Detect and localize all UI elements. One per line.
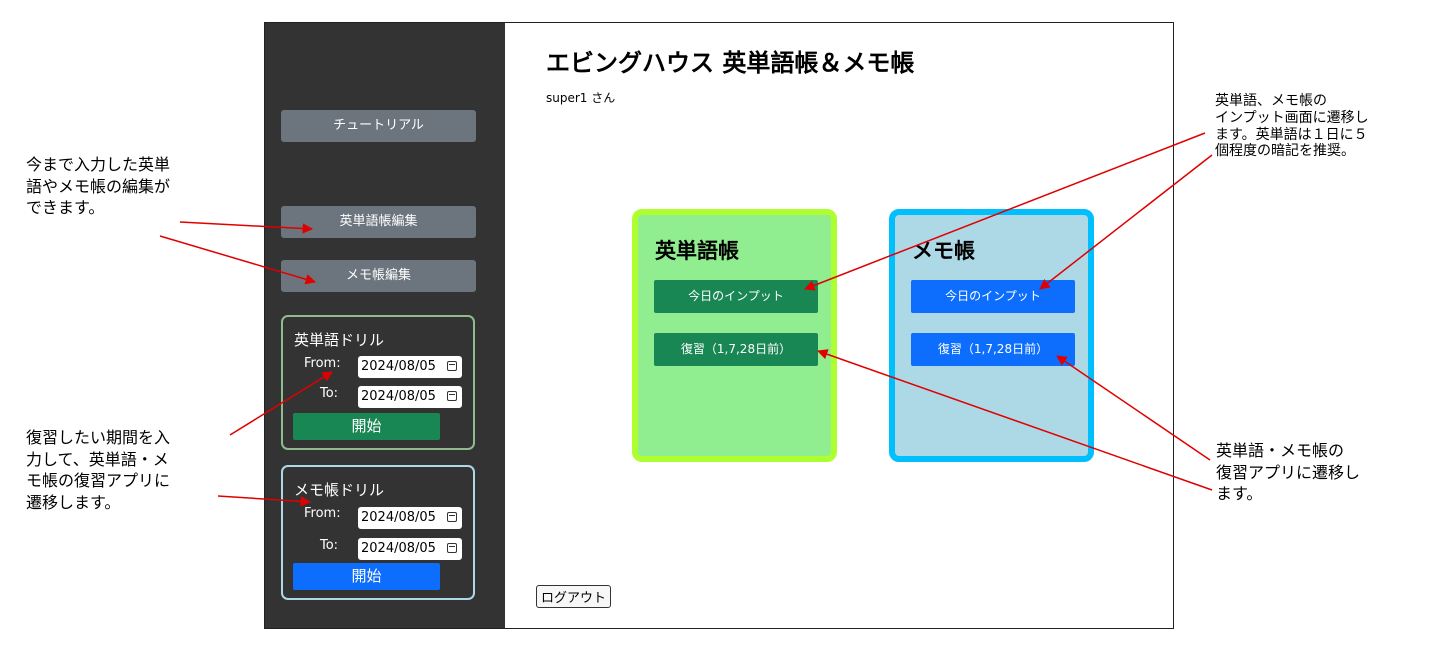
input-annotation-line: 英単語、メモ帳の	[1215, 93, 1327, 109]
memo-card-title: メモ帳	[912, 239, 975, 263]
memo-edit-button[interactable]: メモ帳編集	[281, 260, 476, 292]
vocab-card: 英単語帳 今日のインプット 復習（1,7,28日前）	[632, 209, 837, 462]
input-annotation-line: インプット画面に遷移し	[1215, 109, 1369, 126]
vocab-to-label: To:	[320, 386, 339, 401]
memo-from-label: From:	[304, 506, 341, 521]
user-name: super1 さん	[546, 91, 616, 105]
review-annotation: 英単語・メモ帳の 復習アプリに遷移し ます。	[1216, 440, 1360, 505]
memo-to-label: To:	[320, 538, 339, 553]
calendar-icon[interactable]	[447, 391, 457, 401]
calendar-icon[interactable]	[447, 361, 457, 371]
calendar-icon[interactable]	[447, 512, 457, 522]
review-annotation-line: ます。	[1216, 484, 1263, 504]
memo-card: メモ帳 今日のインプット 復習（1,7,28日前）	[889, 209, 1094, 462]
memo-input-button[interactable]: 今日のインプット	[911, 280, 1075, 313]
vocab-to-date-input[interactable]: 2024/08/05	[358, 386, 462, 408]
memo-review-button[interactable]: 復習（1,7,28日前）	[911, 333, 1075, 366]
edit-annotation-line: 今まで入力した英単	[26, 155, 171, 174]
main-content: エビングハウス 英単語帳＆メモ帳 super1 さん 英単語帳 今日のインプット…	[505, 23, 1173, 628]
memo-from-date-input[interactable]: 2024/08/05	[358, 507, 462, 529]
vocab-edit-button[interactable]: 英単語帳編集	[281, 206, 476, 238]
vocab-from-label: From:	[304, 356, 341, 371]
calendar-icon[interactable]	[447, 543, 457, 553]
vocab-drill-panel: 英単語ドリル From: 2024/08/05 To: 2024/08/05 開…	[281, 315, 475, 450]
page-title: エビングハウス 英単語帳＆メモ帳	[546, 49, 915, 77]
review-annotation-line: 英単語・メモ帳の	[1216, 441, 1345, 460]
memo-drill-panel: メモ帳ドリル From: 2024/08/05 To: 2024/08/05 開…	[281, 465, 475, 600]
memo-drill-title: メモ帳ドリル	[294, 481, 385, 499]
memo-from-date-value: 2024/08/05	[361, 510, 436, 525]
sidebar: チュートリアル 英単語帳編集 メモ帳編集 英単語ドリル From: 2024/0…	[265, 23, 505, 628]
input-annotation: 英単語、メモ帳の インプット画面に遷移し ます。英単語は１日に５ 個程度の暗記を…	[1215, 93, 1369, 160]
drill-annotation-line: 力して、英単語・メ	[26, 449, 169, 469]
edit-annotation: 今まで入力した英単 語やメモ帳の編集が できます。	[26, 154, 170, 219]
memo-to-date-value: 2024/08/05	[361, 541, 436, 556]
drill-annotation-line: モ帳の復習アプリに	[26, 471, 171, 491]
memo-drill-start-button[interactable]: 開始	[293, 563, 440, 590]
edit-annotation-line: 語やメモ帳の編集が	[26, 176, 171, 196]
tutorial-button[interactable]: チュートリアル	[281, 110, 476, 142]
vocab-drill-start-button[interactable]: 開始	[293, 413, 440, 440]
drill-annotation-line: 遷移します。	[26, 492, 121, 512]
vocab-review-button[interactable]: 復習（1,7,28日前）	[654, 333, 818, 366]
drill-annotation-line: 復習したい期間を入	[26, 428, 171, 447]
vocab-from-date-input[interactable]: 2024/08/05	[358, 356, 462, 378]
memo-to-date-input[interactable]: 2024/08/05	[358, 538, 462, 560]
vocab-input-button[interactable]: 今日のインプット	[654, 280, 818, 313]
edit-annotation-line: できます。	[26, 198, 105, 218]
review-annotation-line: 復習アプリに遷移し	[1216, 462, 1361, 482]
vocab-from-date-value: 2024/08/05	[361, 359, 436, 374]
vocab-card-title: 英単語帳	[655, 239, 739, 263]
vocab-drill-title: 英単語ドリル	[294, 331, 385, 349]
logout-button[interactable]: ログアウト	[536, 585, 612, 608]
vocab-to-date-value: 2024/08/05	[361, 389, 436, 404]
input-annotation-line: ます。英単語は１日に５	[1215, 126, 1368, 143]
input-annotation-line: 個程度の暗記を推奨。	[1215, 143, 1355, 160]
drill-annotation: 復習したい期間を入 力して、英単語・メ モ帳の復習アプリに 遷移します。	[26, 427, 170, 513]
app-window: チュートリアル 英単語帳編集 メモ帳編集 英単語ドリル From: 2024/0…	[264, 22, 1174, 629]
